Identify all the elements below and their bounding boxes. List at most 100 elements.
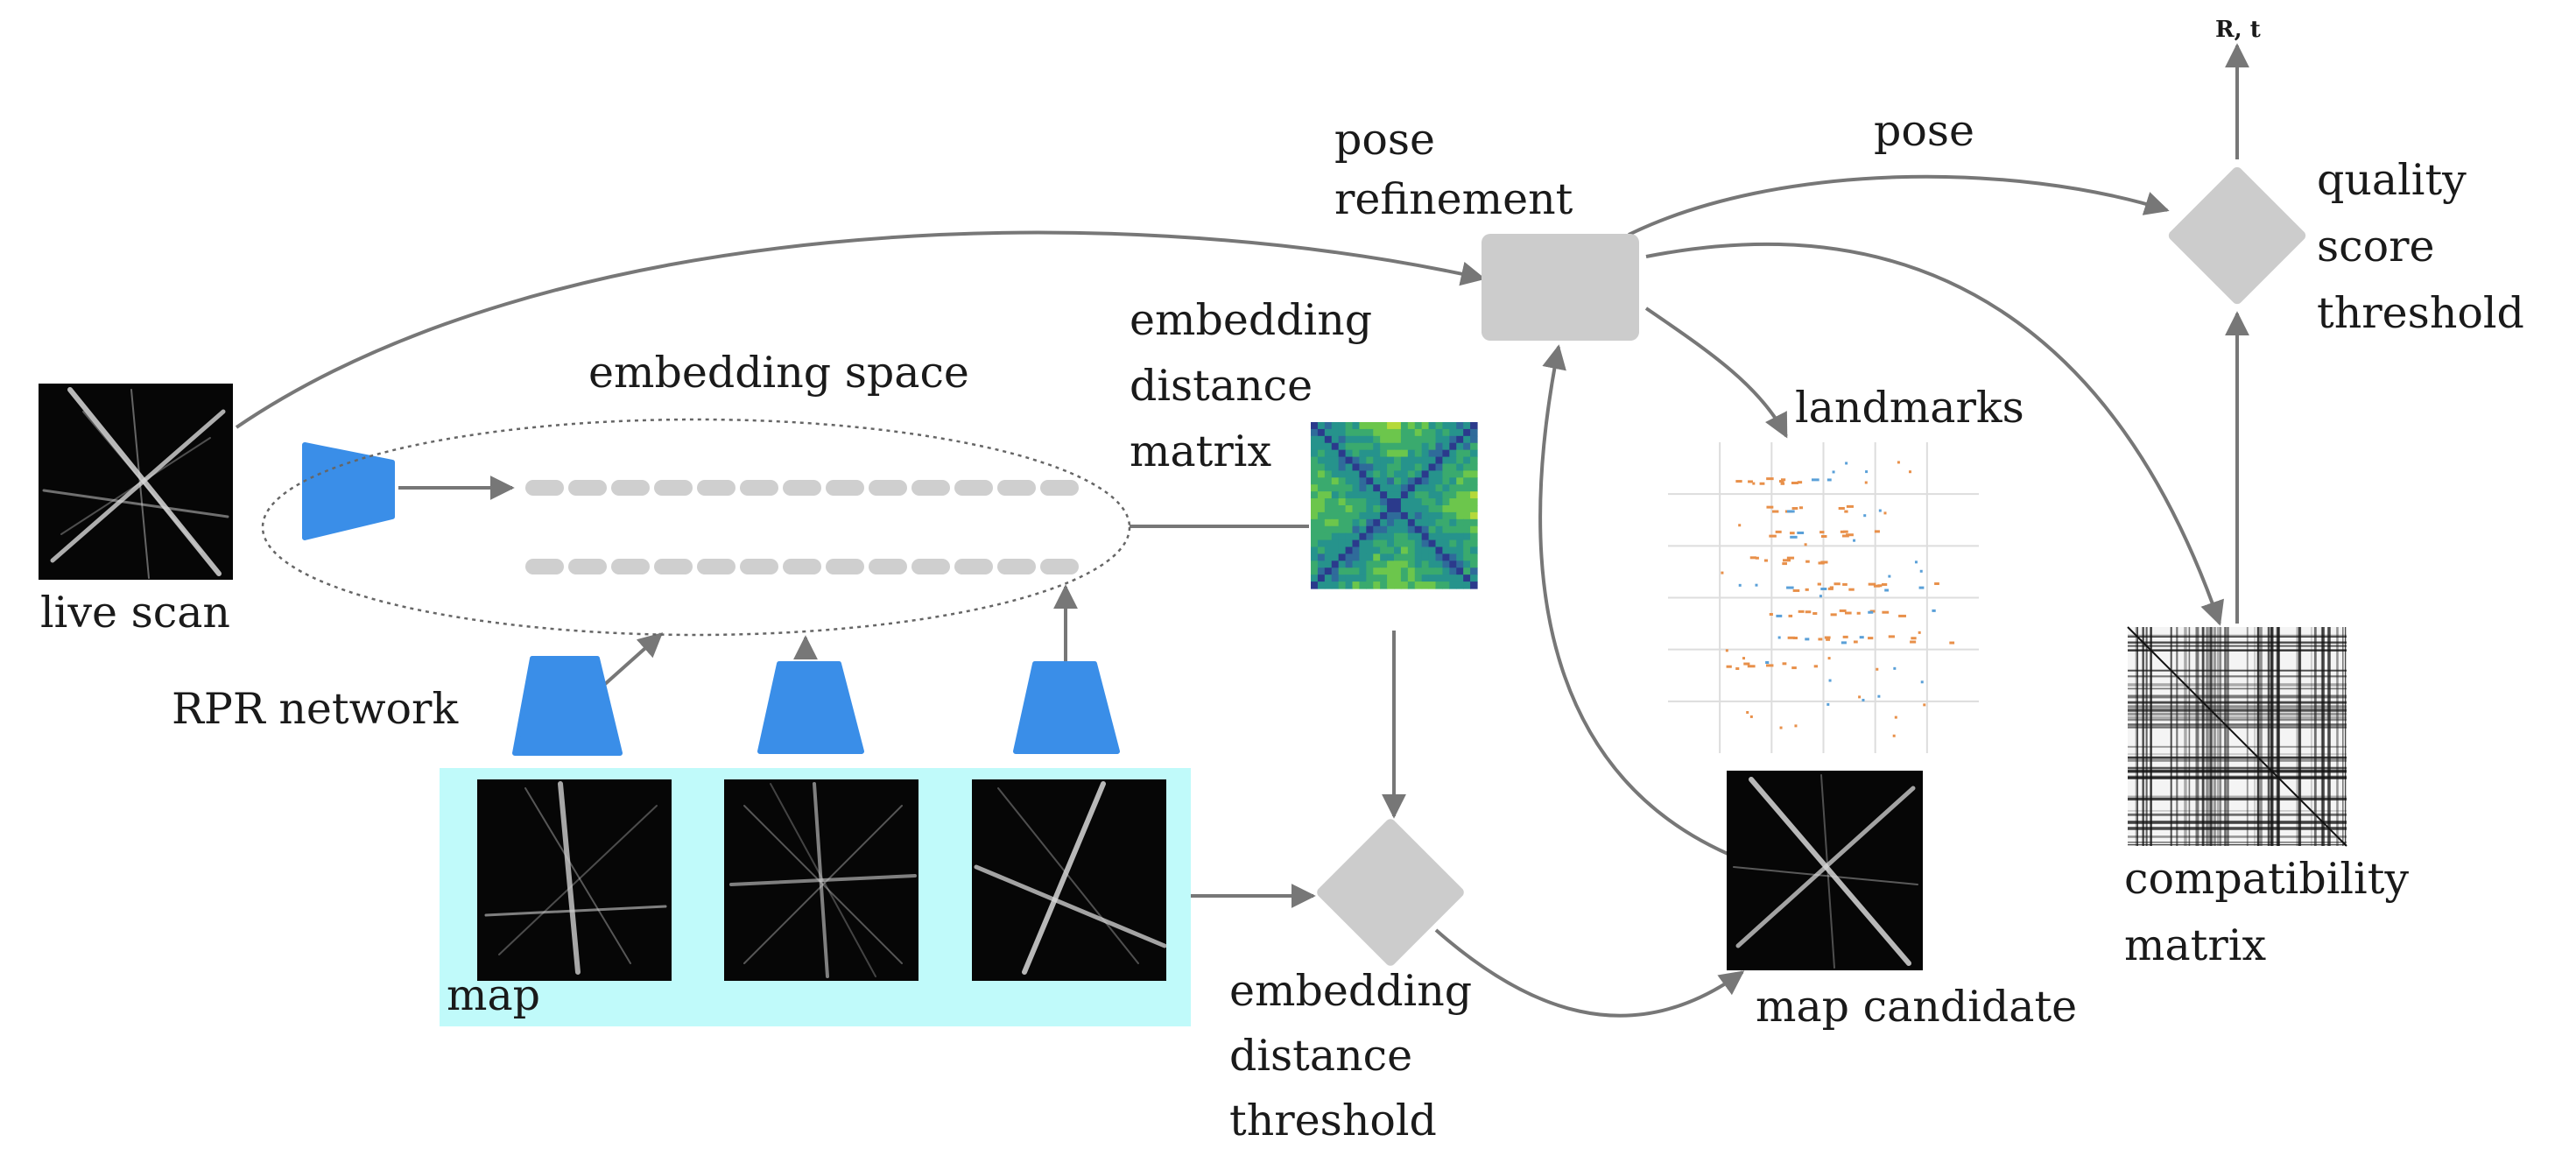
matrix-cell (1338, 428, 1347, 437)
landmark-point (1910, 640, 1917, 644)
matrix-cell (1442, 567, 1450, 575)
embedding-row-live (525, 480, 1079, 496)
matrix-cell (1442, 539, 1450, 548)
landmark-point (1755, 556, 1759, 560)
matrix-cell (1366, 539, 1374, 548)
matrix-cell (1331, 539, 1340, 548)
matrix-cell (1456, 463, 1464, 472)
matrix-cell (1442, 574, 1450, 582)
matrix-cell (1400, 422, 1409, 430)
landmark-point (1919, 569, 1923, 573)
matrix-cell (1387, 442, 1395, 451)
matrix-cell (1352, 477, 1361, 485)
matrix-cell (1407, 428, 1416, 437)
matrix-cell (1463, 525, 1471, 534)
matrix-cell (1470, 560, 1478, 568)
matrix-cell (1435, 532, 1444, 541)
arrow-threshold-to-map-candidate (1434, 928, 1745, 1018)
embedding-token (611, 559, 650, 574)
matrix-cell (1400, 581, 1409, 589)
matrix-cell (1421, 505, 1430, 513)
matrix-cell (1324, 477, 1333, 485)
embedding-token (654, 480, 693, 496)
matrix-cell (1366, 463, 1374, 472)
matrix-cell (1407, 456, 1416, 465)
matrix-cell (1311, 449, 1319, 458)
landmark-point (1811, 478, 1819, 482)
landmark-point (1898, 614, 1906, 617)
landmark-point (1824, 636, 1831, 639)
quality-score-threshold-label: quality score threshold (2317, 155, 2524, 338)
matrix-cell (1394, 546, 1402, 555)
compat-band (2128, 675, 2347, 678)
landmark-point (1934, 582, 1939, 586)
matrix-cell (1456, 546, 1464, 555)
landmark-point (1786, 586, 1794, 589)
matrix-cell (1449, 539, 1457, 548)
embedding-token (568, 480, 607, 496)
matrix-cell (1387, 553, 1395, 561)
matrix-cell (1359, 546, 1367, 555)
matrix-cell (1317, 581, 1326, 589)
landmark-point (1878, 509, 1882, 512)
matrix-cell (1421, 560, 1430, 568)
matrix-cell (1394, 560, 1402, 568)
matrix-cell (1456, 574, 1464, 582)
arrow-refinement-to-quality-threshold (1628, 174, 2170, 236)
embedding-row-map (525, 559, 1079, 574)
matrix-cell (1414, 477, 1423, 485)
matrix-cell (1352, 532, 1361, 541)
matrix-cell (1421, 470, 1430, 478)
landmark-point (1864, 481, 1868, 484)
compat-band (2135, 627, 2138, 846)
landmark-point (1776, 614, 1783, 617)
matrix-cell (1442, 560, 1450, 568)
landmark-point (1782, 562, 1787, 566)
landmark-point (1813, 665, 1819, 668)
matrix-cell (1352, 581, 1361, 589)
landmark-point (1853, 640, 1858, 644)
landmark-point (1830, 613, 1837, 617)
map-scan-3 (972, 779, 1167, 981)
landmarks-plot (1668, 442, 1979, 753)
matrix-cell (1463, 498, 1471, 506)
arrow-refinement-to-compatibility-matrix (1645, 243, 2224, 626)
landmark-point (1743, 662, 1750, 666)
compat-band (2128, 820, 2347, 823)
matrix-cell (1373, 532, 1381, 541)
svg-text:threshold: threshold (2317, 288, 2524, 338)
matrix-cell (1387, 435, 1395, 444)
matrix-cell (1317, 518, 1326, 527)
matrix-cell (1311, 581, 1319, 589)
matrix-cell (1338, 477, 1347, 485)
matrix-cell (1380, 567, 1388, 575)
matrix-cell (1359, 456, 1367, 465)
matrix-cell (1463, 449, 1471, 458)
matrix-cell (1331, 428, 1340, 437)
matrix-cell (1387, 463, 1395, 472)
landmark-point (1794, 724, 1798, 728)
matrix-cell (1470, 546, 1478, 555)
matrix-cell (1359, 581, 1367, 589)
landmark-point (1923, 703, 1926, 707)
matrix-cell (1470, 511, 1478, 520)
landmark-point (1777, 636, 1781, 639)
compat-band (2195, 627, 2199, 846)
matrix-cell (1373, 463, 1381, 472)
matrix-cell (1380, 546, 1388, 555)
matrix-cell (1442, 422, 1450, 430)
pose-refinement-box (1482, 234, 1639, 341)
matrix-cell (1352, 539, 1361, 548)
matrix-cell (1456, 428, 1464, 437)
matrix-cell (1324, 484, 1333, 492)
compat-band (2188, 627, 2191, 846)
matrix-cell (1345, 498, 1354, 506)
matrix-cell (1394, 581, 1402, 589)
embedding-token (697, 480, 735, 496)
matrix-cell (1317, 422, 1326, 430)
matrix-cell (1380, 442, 1388, 451)
compat-diagonal (2127, 626, 2347, 847)
landmark-point (1820, 534, 1827, 538)
compat-band (2142, 627, 2144, 846)
matrix-cell (1400, 567, 1409, 575)
